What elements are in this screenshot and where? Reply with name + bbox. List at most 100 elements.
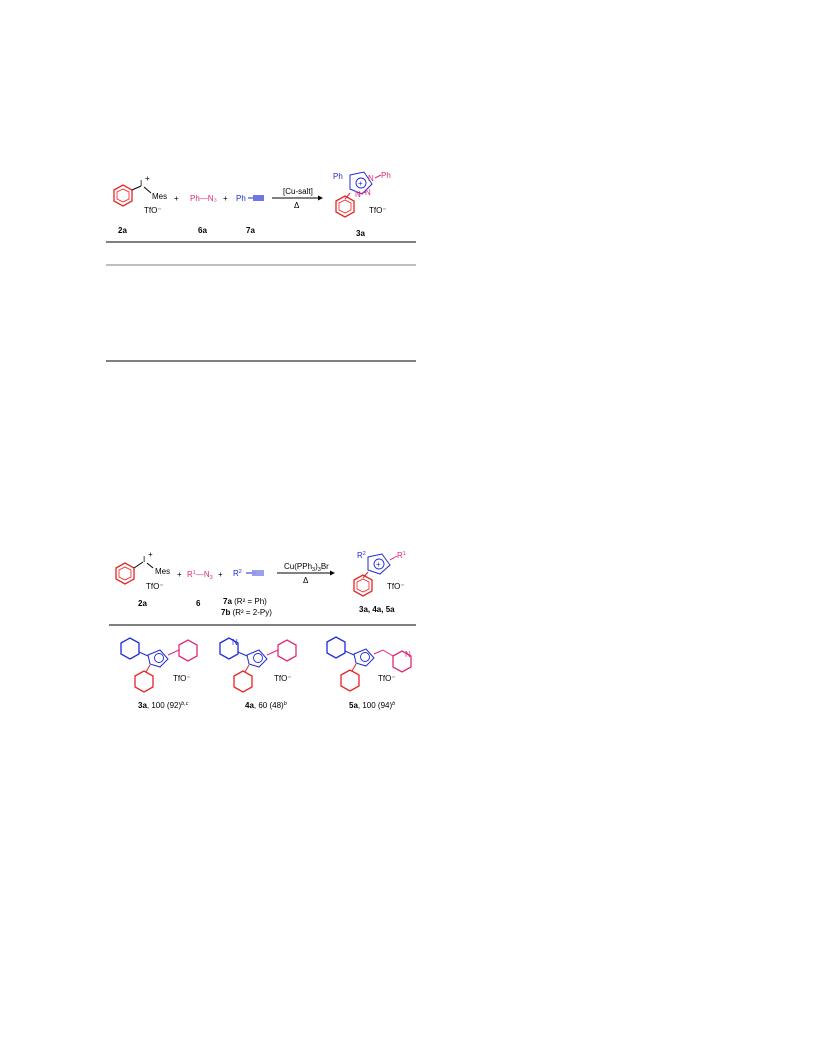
bond-line: [389, 555, 398, 561]
triazolium-ring-icon: [349, 171, 373, 195]
plus-sign: +: [174, 194, 179, 203]
phenyl-ring-icon: [277, 639, 297, 662]
n3-atom: N: [365, 188, 371, 197]
counterion: TfO⁻: [369, 206, 387, 215]
compound-label: 2a: [138, 599, 147, 608]
cation-circle-icon: [360, 652, 370, 662]
phenyl-ring-icon: [115, 562, 135, 585]
n2-atom: N: [355, 190, 361, 199]
plus-sign: +: [223, 194, 228, 203]
phenyl-ring-icon: [233, 670, 253, 693]
scheme-1: I + Mes TfO⁻ 2a + Ph—N₃ 6a + Ph 7a [Cu-s…: [106, 171, 416, 362]
triazolium-product-3a: + Ph N Ph N N TfO⁻ 3a: [333, 171, 391, 238]
bond-line: [374, 174, 382, 179]
triazolium-ring-icon: [147, 649, 169, 668]
triazolium-ring-icon: [246, 649, 268, 668]
iodonium-salt-2a: I + Mes TfO⁻ 2a: [115, 550, 170, 608]
phenyl-ring-icon: [335, 195, 355, 218]
pyridine-n-atom: N: [405, 650, 411, 659]
pyridine-ring-icon: [392, 650, 412, 673]
bond-line: [344, 650, 355, 656]
scheme-2: I + Mes TfO⁻ 2a + R1—N3 6 + R2 7a (R² = …: [109, 550, 416, 710]
result-yield-label: 5a, 100 (94)b: [349, 701, 395, 710]
iodine-charge: +: [148, 550, 153, 559]
azide-formula: R1—N3: [187, 570, 213, 581]
triazolium-ring-icon: [367, 553, 391, 575]
alkyne-substituent: Ph: [236, 194, 246, 203]
bond-line: [143, 186, 152, 194]
bond-line: [344, 192, 351, 200]
aromatic-inner-ring-icon: [338, 199, 352, 214]
alkyne-option-7b: 7b (R² = 2-Py): [221, 608, 272, 617]
mes-group: Mes: [152, 192, 167, 201]
cation-circle-icon: [373, 558, 385, 570]
phenyl-ring-icon: [326, 636, 346, 659]
counterion: TfO⁻: [146, 582, 164, 591]
ring-charge: +: [376, 560, 381, 569]
counterion: TfO⁻: [173, 674, 191, 683]
arrow-condition: Δ: [294, 201, 300, 210]
reaction-arrow: Cu(PPh3)3Br Δ: [277, 562, 335, 585]
mes-group: Mes: [155, 567, 170, 576]
ring-charge: +: [358, 179, 363, 188]
cation-circle-icon: [355, 177, 367, 189]
bond-line: [266, 649, 279, 656]
azide-6: R1—N3 6: [187, 570, 213, 608]
r1-substituent: R1: [397, 551, 406, 560]
alkyne-7: R2 7a (R² = Ph) 7b (R² = 2-Py): [221, 569, 272, 617]
alkyne-substituent: R2: [233, 569, 242, 578]
counterion: TfO⁻: [378, 674, 396, 683]
bond-line: [131, 185, 142, 191]
iodine-atom: I: [143, 555, 145, 564]
double-bond-icon: [358, 191, 367, 195]
result-yield-label: 4a, 60 (48)b: [245, 701, 287, 710]
alkyne-option-7a: 7a (R² = Ph): [223, 597, 267, 606]
compound-label: 7a: [246, 226, 255, 235]
bond-line: [373, 649, 384, 655]
cation-circle-icon: [253, 653, 263, 663]
bond-line: [237, 651, 248, 657]
bond-line: [146, 562, 154, 569]
azide-formula: Ph—N₃: [190, 194, 217, 203]
r1-substituent: Ph: [381, 171, 391, 180]
compound-label: 6a: [198, 226, 207, 235]
azide-6a: Ph—N₃ 6a: [190, 194, 217, 235]
bond-line: [133, 561, 144, 569]
bond-line: [382, 649, 394, 657]
plus-sign: +: [218, 570, 223, 579]
arrow-condition: Δ: [303, 576, 309, 585]
reaction-arrow: [Cu-salt] Δ: [272, 187, 323, 210]
aromatic-inner-ring-icon: [356, 578, 370, 593]
phenyl-ring-icon: [113, 184, 133, 207]
phenyl-ring-icon: [340, 669, 360, 692]
n1-atom: N: [368, 174, 374, 183]
triazolium-product-general: + R2 R1 TfO⁻ 3a, 4a, 5a: [353, 551, 406, 614]
compound-label: 2a: [118, 226, 127, 235]
iodine-atom: I: [140, 179, 142, 188]
cation-circle-icon: [154, 653, 164, 663]
alkyne-7a: Ph 7a: [236, 194, 264, 235]
counterion: TfO⁻: [144, 206, 162, 215]
result-3a: TfO⁻ 3a, 100 (92)b,c: [120, 637, 198, 710]
aromatic-inner-ring-icon: [116, 188, 130, 203]
bond-line: [244, 664, 250, 673]
compound-label: 3a: [356, 229, 365, 238]
bond-line: [351, 663, 357, 672]
arrowhead-icon: [318, 195, 323, 201]
r2-substituent: Ph: [333, 172, 343, 181]
compound-label: 3a, 4a, 5a: [359, 605, 395, 614]
phenyl-ring-icon: [353, 574, 373, 597]
bond-line: [362, 571, 369, 579]
result-yield-label: 3a, 100 (92)b,c: [138, 701, 189, 710]
bond-line: [145, 664, 151, 673]
iodine-charge: +: [145, 174, 150, 183]
pyridine-ring-icon: [219, 637, 239, 660]
bond-line: [167, 649, 180, 656]
phenyl-ring-icon: [120, 637, 140, 660]
r2-substituent: R2: [357, 551, 366, 560]
counterion: TfO⁻: [274, 674, 292, 683]
result-5a: N TfO⁻ 5a, 100 (94)b: [326, 636, 412, 710]
arrow-reagent: [Cu-salt]: [283, 187, 313, 196]
pyridine-n-atom: N: [232, 638, 238, 647]
